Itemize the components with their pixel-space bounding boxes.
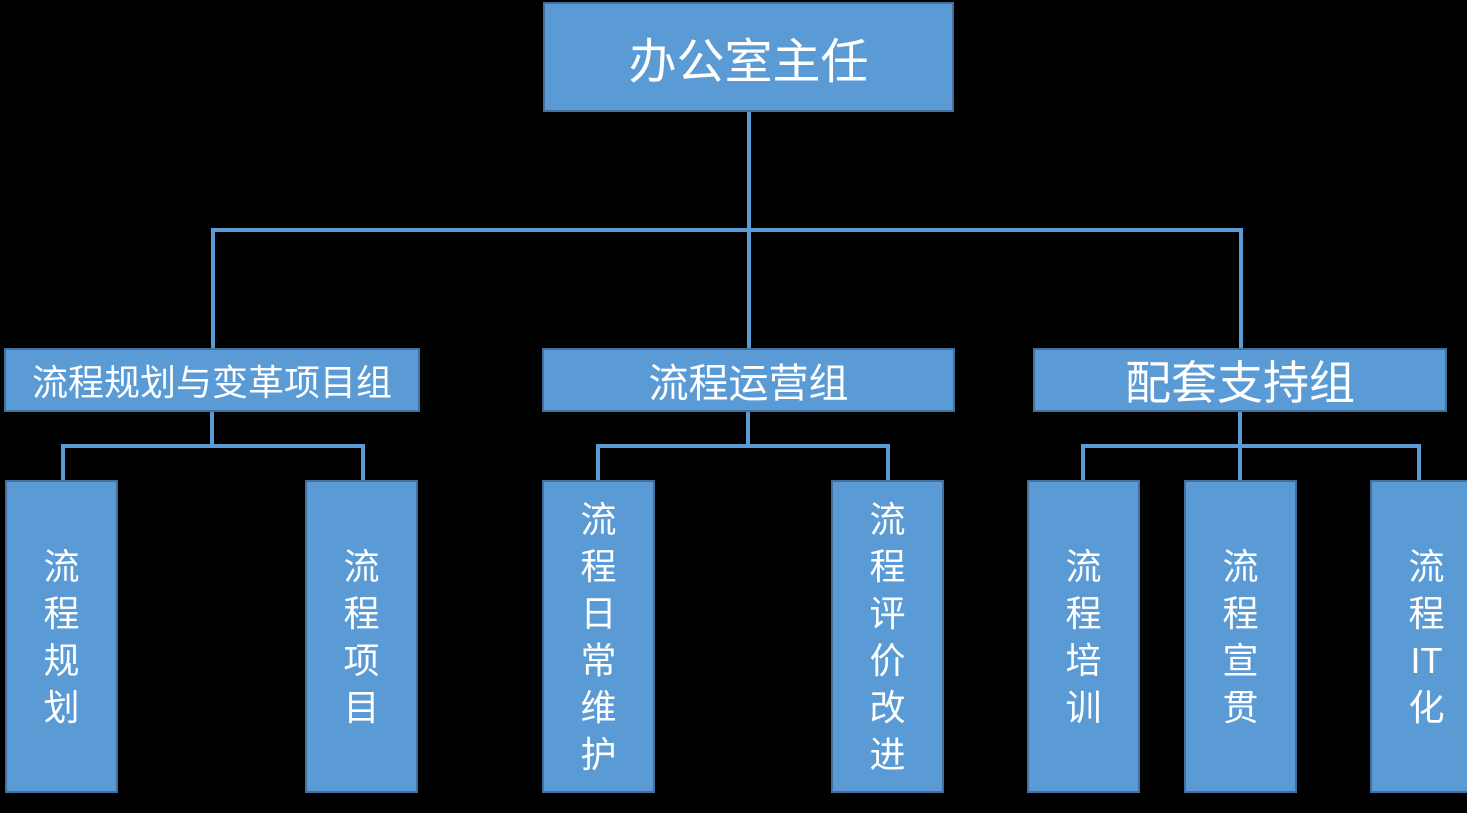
connector-line <box>596 444 600 480</box>
org-node-leaf-process-it: 流 程 IT 化 <box>1370 480 1467 793</box>
connector-line <box>1417 444 1421 480</box>
org-node-group-support: 配套支持组 <box>1033 348 1447 412</box>
org-node-leaf-process-project: 流 程 项 目 <box>305 480 418 793</box>
org-node-leaf-process-planning: 流 程 规 划 <box>5 480 118 793</box>
org-node-label: 流 程 培 训 <box>1065 545 1102 728</box>
connector-line <box>211 228 215 348</box>
org-node-group-planning: 流程规划与变革项目组 <box>4 348 420 412</box>
org-node-director: 办公室主任 <box>543 2 954 112</box>
org-node-label: 流 程 日 常 维 护 <box>580 498 617 775</box>
org-node-leaf-daily-maintenance: 流 程 日 常 维 护 <box>542 480 655 793</box>
connector-line <box>1238 412 1242 446</box>
org-node-label: 流 程 宣 贯 <box>1222 545 1259 728</box>
connector-line <box>1081 444 1085 480</box>
org-node-group-operations: 流程运营组 <box>542 348 955 412</box>
connector-line <box>61 444 65 480</box>
connector-line <box>747 112 751 230</box>
connector-line <box>61 444 365 448</box>
org-node-label: 流程规划与变革项目组 <box>31 362 392 403</box>
org-node-label: 流 程 项 目 <box>343 545 380 728</box>
org-node-label: 流 程 IT 化 <box>1408 545 1445 728</box>
connector-line <box>361 444 365 480</box>
org-node-leaf-process-training: 流 程 培 训 <box>1027 480 1140 793</box>
connector-line <box>596 444 890 448</box>
org-node-leaf-evaluation-improvement: 流 程 评 价 改 进 <box>831 480 944 793</box>
org-node-label: 流程运营组 <box>648 362 849 406</box>
connector-line <box>746 412 750 446</box>
connector-line <box>1081 444 1421 448</box>
org-node-label: 办公室主任 <box>628 36 869 89</box>
org-node-label: 流 程 规 划 <box>43 545 80 728</box>
org-node-label: 流 程 评 价 改 进 <box>869 498 906 775</box>
connector-line <box>1239 228 1243 348</box>
connector-line <box>747 228 751 348</box>
connector-line <box>886 444 890 480</box>
org-node-leaf-process-promotion: 流 程 宣 贯 <box>1184 480 1297 793</box>
connector-line <box>211 228 1243 232</box>
connector-line <box>210 412 214 446</box>
org-node-label: 配套支持组 <box>1125 357 1355 409</box>
connector-line <box>1238 444 1242 480</box>
